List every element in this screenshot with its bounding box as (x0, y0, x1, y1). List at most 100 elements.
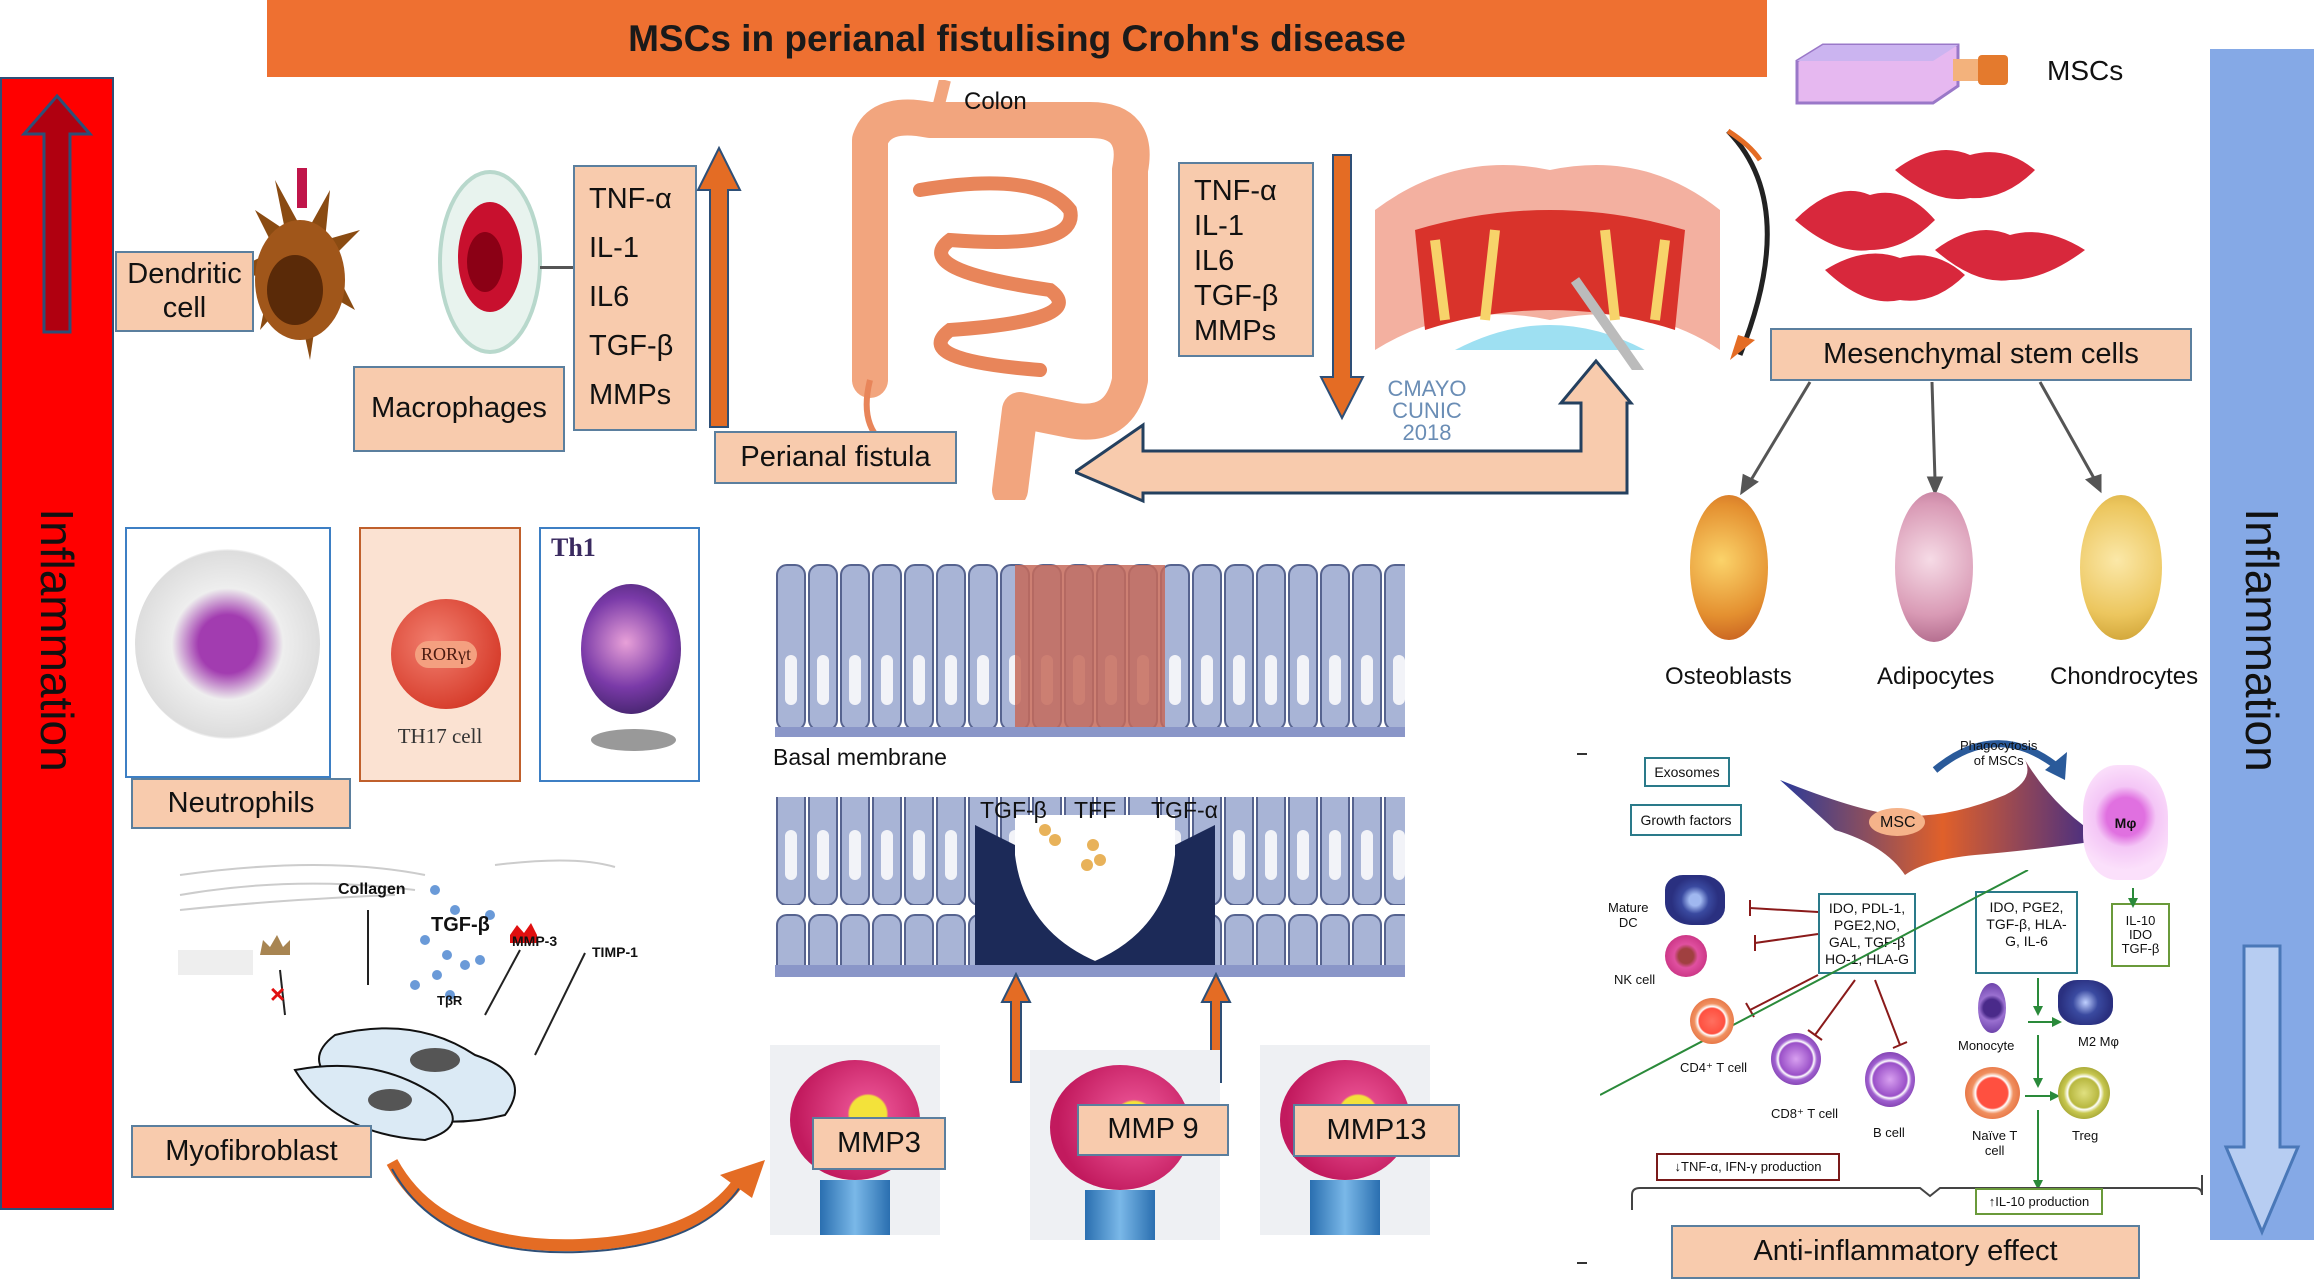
phagocytosis-line: Phagocytosis (1960, 738, 2038, 753)
m2-macrophage-image (2058, 980, 2113, 1025)
cytokine-item: TGF-β (1194, 280, 1279, 312)
th17-frame: RORγt TH17 cell (359, 527, 521, 782)
mesenchymal-stem-cells-label: Mesenchymal stem cells (1770, 328, 2192, 381)
exosomes-box: Exosomes (1644, 757, 1730, 787)
cd8-label: CD8⁺ T cell (1771, 1106, 1839, 1121)
mac-cytokine: IDO (2128, 927, 2153, 942)
cytokine-item: TGF-β (589, 330, 674, 362)
colon-image (852, 80, 1150, 500)
page-title: MSCs in perianal fistulising Crohn's dis… (628, 17, 1406, 59)
factor-line: IDO, PGE2, (1989, 899, 2064, 915)
anti-inflammatory-label: Anti-inflammatory effect (1671, 1225, 2140, 1279)
cd4-cell-image (1690, 998, 1734, 1044)
down-arrow-icon: ↓ (1674, 1159, 1682, 1175)
collagen-label: Collagen (338, 881, 406, 898)
label-line: Mature (1608, 900, 1649, 915)
right-inflammation-label: Inflammation (2236, 508, 2288, 772)
treg-image (2058, 1067, 2110, 1119)
tgfb-factor-label: TGF-β (980, 797, 1047, 823)
neutrophils-label: Neutrophils (131, 778, 351, 829)
dash-mark (1577, 753, 1587, 755)
left-inflammation-label: Inflammation (31, 508, 83, 772)
title-bar: MSCs in perianal fistulising Crohn's dis… (267, 0, 1767, 77)
growth-factors-box: Growth factors (1630, 804, 1742, 836)
cytokine-list-right: TNF-α IL-1 IL6 TGF-β MMPs (1178, 162, 1314, 357)
shadow (591, 729, 676, 751)
down-arrow-icon (2223, 944, 2301, 1236)
mature-dc-label: Mature DC (1608, 900, 1648, 930)
mmp13-label: MMP13 (1293, 1104, 1460, 1157)
orange-up-arrow (696, 145, 742, 428)
factor-line: HO-1, HLA-G (1824, 950, 1909, 967)
culture-flask-icon (1795, 43, 2008, 105)
th17-cell-image: RORγt (391, 599, 501, 709)
macrophage-mphi-label: Mφ (2114, 814, 2137, 831)
cd4-label: CD4⁺ T cell (1680, 1060, 1748, 1075)
th1-frame: Th1 (539, 527, 700, 782)
osteoblast-image (1690, 495, 1768, 640)
macrophage-cytokine-box: IL-10 IDO TGF-β (2111, 903, 2170, 967)
enzyme-base (1310, 1180, 1380, 1235)
factor-line: TGF-β, HLA- (1986, 916, 2067, 932)
monocyte-image (1978, 983, 2006, 1033)
mac-cytokine: TGF-β (2121, 941, 2160, 956)
chondrocyte-image (2080, 495, 2162, 640)
factor-line: IDO, PDL-1, (1828, 899, 1906, 916)
tgfb-label: TGF-β (431, 914, 490, 936)
il10-box-text: IL-10 production (1995, 1193, 2090, 1209)
macrophage-image (438, 170, 542, 354)
adipocytes-label: Adipocytes (1877, 663, 1995, 690)
mac-cytokine: IL-10 (2125, 913, 2156, 928)
intestinal-epithelium-image (775, 555, 1405, 977)
hollow-return-arrow (1075, 358, 1635, 504)
msc-factors-box-right: IDO, PGE2, TGF-β, HLA- G, IL-6 (1975, 891, 2078, 974)
th17-label: TH17 cell (397, 724, 483, 748)
enzyme-base (820, 1180, 890, 1235)
m2-label: M2 Mφ (2078, 1034, 2119, 1049)
perianal-fistula-label: Perianal fistula (714, 431, 957, 484)
tnf-reduction-box: ↓TNF-α, IFN-γ production (1656, 1153, 1840, 1181)
b-cell-image (1865, 1052, 1915, 1107)
tnf-box-text: TNF-α, IFN-γ production (1681, 1159, 1822, 1175)
factor-line: PGE2,NO, (1833, 916, 1901, 933)
cytokine-list-left: TNF-α IL-1 IL6 TGF-β MMPs (573, 165, 697, 431)
mature-dc-image (1665, 875, 1725, 925)
cytokine-item: TNF-α (589, 183, 672, 215)
mmp9-label: MMP 9 (1077, 1104, 1229, 1156)
tff-factor-label: TFF (1074, 797, 1117, 823)
label-line: cell (1984, 1143, 2005, 1158)
mmp3-scene-label: MMP-3 (512, 933, 558, 949)
watermark-line: 2018 (1402, 420, 1452, 445)
watermark-line: CMAYO (1387, 376, 1467, 401)
cytokine-item: MMPs (589, 379, 672, 411)
mmp3-label: MMP3 (812, 1117, 946, 1170)
rorgt-marker: RORγt (415, 640, 477, 668)
chondrocytes-label: Chondrocytes (2050, 663, 2199, 690)
up-arrow-icon: ↑ (1988, 1193, 1996, 1209)
macrophages-label: Macrophages (353, 366, 565, 452)
cytokine-item: MMPs (1194, 315, 1277, 347)
enzyme-base (1085, 1190, 1155, 1240)
msc-cell-label: MSC (1880, 814, 1916, 831)
label-line: Naïve T (1972, 1128, 2018, 1143)
watermark-line: CUNIC (1392, 398, 1462, 423)
myofibroblast-image: × (178, 859, 616, 1142)
orange-up-arrow-small (1000, 972, 1032, 1083)
tgfa-factor-label: TGF-α (1151, 797, 1218, 823)
cytokine-item: IL6 (1194, 245, 1235, 277)
mesenchymal-stem-cells-image (1795, 150, 2085, 302)
cytokine-item: IL6 (589, 281, 630, 313)
differentiation-arrows (1740, 381, 2102, 495)
msc-flask-label: MSCs (2047, 55, 2124, 86)
dendritic-cell-image (235, 168, 360, 360)
msc-factors-box-left: IDO, PDL-1, PGE2,NO, GAL, TGF-β HO-1, HL… (1818, 893, 1916, 974)
myofibroblast-label: Myofibroblast (131, 1125, 372, 1178)
adipocyte-image (1895, 492, 1973, 642)
watermark: CMAYO CUNIC 2018 (1387, 378, 1467, 444)
th1-label: Th1 (551, 533, 596, 562)
svg-text:×: × (270, 979, 285, 1009)
dendritic-cell-label: Dendritic cell (115, 251, 254, 332)
neutrophil-frame (125, 527, 331, 778)
dash-mark (1577, 1262, 1587, 1264)
cytokine-item: IL-1 (1194, 210, 1244, 242)
